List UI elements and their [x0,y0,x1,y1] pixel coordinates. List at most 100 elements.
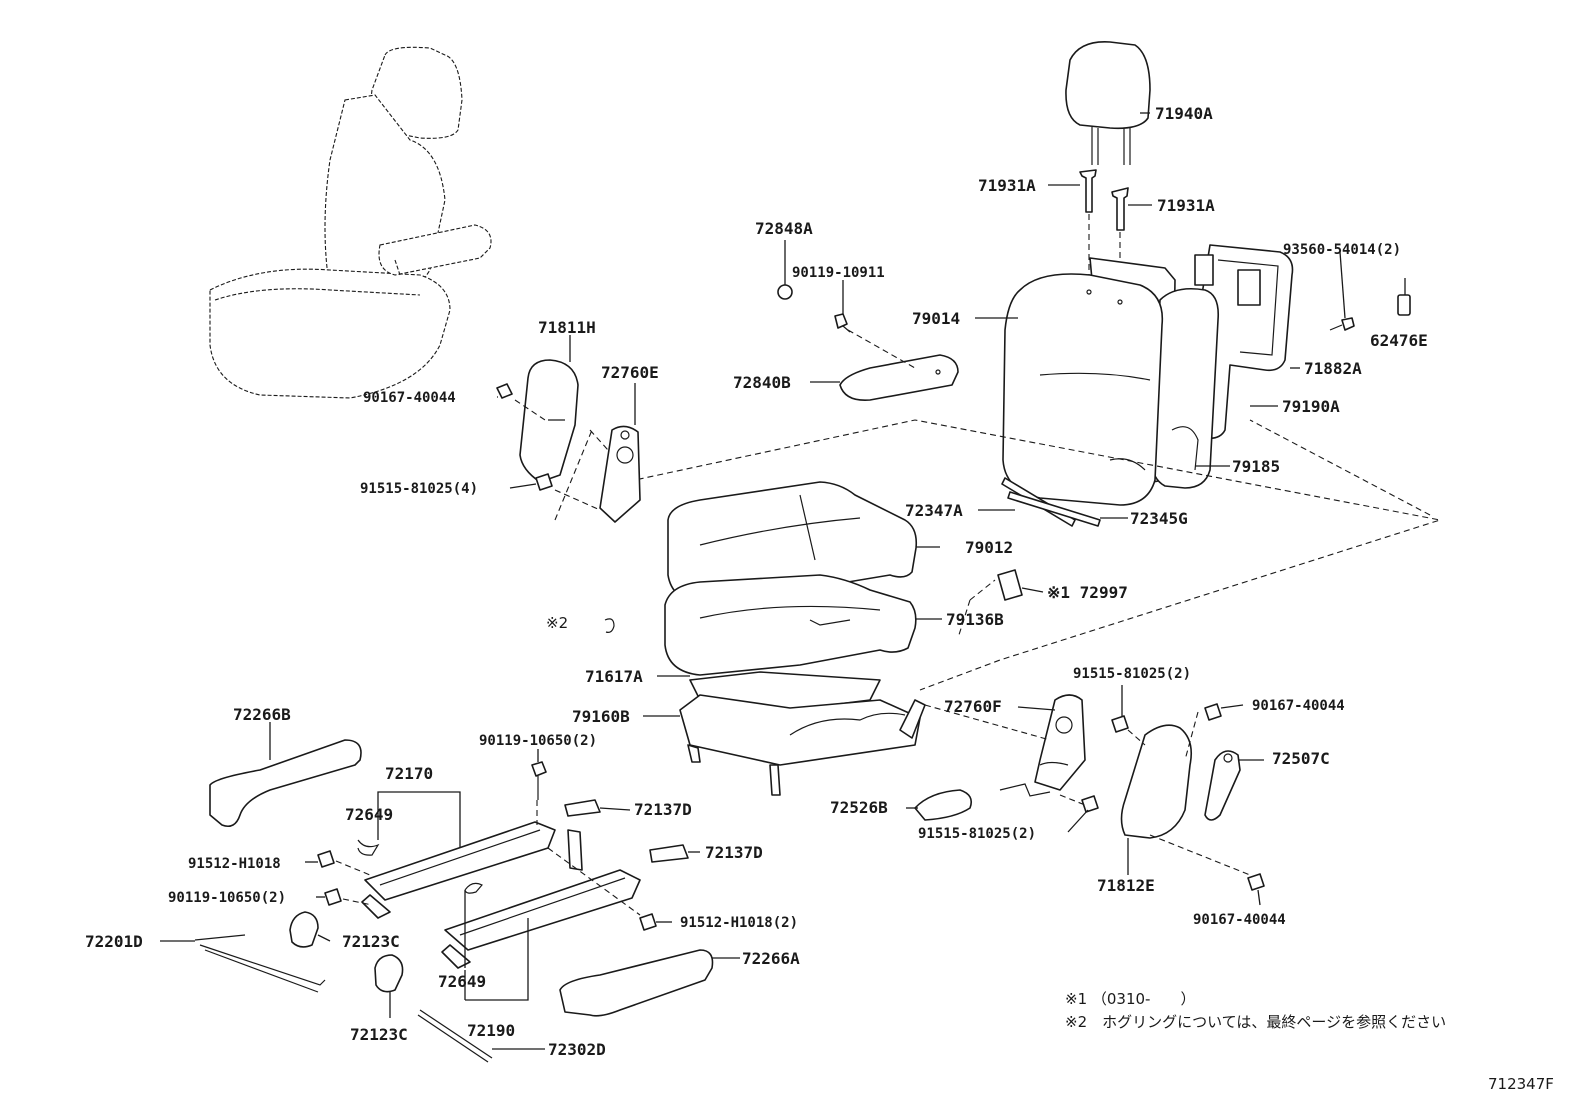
bolt-91515-left [535,473,553,491]
label-hogring: ※2 [546,614,568,632]
bolt-91512-H1018-2 [639,913,657,931]
handle-72507C [1204,750,1241,821]
label-72123C-a: 72123C [342,932,400,951]
label-71882A: 71882A [1304,359,1362,378]
label-79136B: 79136B [946,610,1004,629]
wire-72201D [194,934,326,993]
clip-62476E [1397,294,1411,316]
armrest-cap-72848A [777,284,793,300]
label-72170: 72170 [385,764,433,783]
label-72347A: 72347A [905,501,963,520]
bolt-90167-right-b [1247,873,1265,891]
label-79012: 79012 [965,538,1013,557]
label-72201D: 72201D [85,932,143,951]
label-72649-top: 72649 [345,805,393,824]
label-90119-10650-2b: 90119-10650(2) [168,890,286,906]
rail-stopper-72137D-b [649,844,689,863]
cap-72123C-a [289,911,319,948]
label-72266B: 72266B [233,705,291,724]
wire-72302D [417,1009,493,1063]
hinge-72760F [1034,694,1086,791]
cap-72123C-b [374,954,404,993]
rail-lower-72190 [441,869,641,969]
diagram-code: 712347F [1488,1075,1554,1093]
label-79190A: 79190A [1282,397,1340,416]
label-72649-bottom: 72649 [438,972,486,991]
label-90167-40044-b: 90167-40044 [1252,698,1345,714]
side-cover-72266B [209,739,362,828]
label-72848A: 72848A [755,219,813,238]
label-72840B: 72840B [733,373,791,392]
footnotes: ※1 （0310- ） ※2 ホグリングについては、最終ページを参照ください 7… [1065,990,1554,1093]
label-90167-40044-a: 90167-40044 [363,390,456,406]
label-72302D: 72302D [548,1040,606,1059]
label-71811H: 71811H [538,318,596,337]
label-91515-81025-2a: 91515-81025(2) [1073,666,1191,682]
seatback-pad [1150,287,1220,489]
seatback-cover [1002,273,1164,506]
label-90119-10911: 90119-10911 [792,265,885,281]
label-72123C-b: 72123C [350,1025,408,1044]
label-90119-10650-2a: 90119-10650(2) [479,733,597,749]
label-91515-81025-2b: 91515-81025(2) [918,826,1036,842]
label-71931A-right: 71931A [1157,196,1215,215]
label-91512-H1018: 91512-H1018 [188,856,281,872]
armrest [839,354,959,402]
reference-seat-sketch [209,46,492,399]
bolt-90167-right-a [1204,703,1222,721]
label-72760F: 72760F [944,697,1002,716]
rail-upper-72170 [361,821,556,919]
headrest-support-left [1079,169,1097,213]
label-93560-54014: 93560-54014(2) [1283,242,1401,258]
label-90167-40044-c: 90167-40044 [1193,912,1286,928]
side-cover-72266A [559,949,714,1017]
headrest-support-right [1111,187,1129,231]
label-72137D-a: 72137D [634,800,692,819]
label-79160B: 79160B [572,707,630,726]
label-72507C: 72507C [1272,749,1330,768]
rail-end-cap [567,829,583,871]
bolt-91515-right-b [1081,795,1099,813]
cover-72526B [914,789,973,821]
bolt-90119-10650-a [531,761,547,800]
label-72997: ※1 72997 [1047,583,1128,602]
label-72190: 72190 [467,1021,515,1040]
bolt-90119-10650-b [324,888,342,906]
label-72345G: 72345G [1130,509,1188,528]
footnote-2: ※2 ホグリングについては、最終ページを参照ください [1065,1013,1446,1031]
label-72266A: 72266A [742,949,800,968]
label-79185: 79185 [1232,457,1280,476]
hinge-cover-71812E [1120,724,1193,839]
bolt-91515-right-a [1111,715,1129,733]
bolt-91512-H1018 [317,850,335,868]
spring-72649-bottom [464,882,483,894]
label-72760E: 72760E [601,363,659,382]
label-72526B: 72526B [830,798,888,817]
bolt-90167-left [496,383,513,399]
leader-lines [160,112,1406,1050]
hinge-cover-71811H [519,359,579,483]
spring-72649-top [357,839,380,856]
label-71940A: 71940A [1155,104,1213,123]
label-72137D-b: 72137D [705,843,763,862]
headrest [1065,41,1151,165]
hinge-72760E [599,425,641,523]
label-79014: 79014 [912,309,960,328]
part-labels: 71940A 71931A 71931A 93560-54014(2) 6247… [85,104,1428,1059]
rod-72345G [1007,491,1101,527]
label-71931A-left: 71931A [978,176,1036,195]
hog-ring [604,618,615,633]
label-62476E: 62476E [1370,331,1428,350]
connector-72997 [997,569,1023,601]
label-91512-H1018-2: 91512-H1018(2) [680,915,798,931]
footnote-1: ※1 （0310- ） [1065,990,1195,1008]
label-71812E: 71812E [1097,876,1155,895]
bolt-93560 [1329,317,1355,331]
lever-bar [999,783,1051,797]
label-71617A: 71617A [585,667,643,686]
seat-frame-79160B [679,694,926,796]
bolt-90119-10911 [834,313,851,333]
label-91515-81025-4: 91515-81025(4) [360,481,478,497]
